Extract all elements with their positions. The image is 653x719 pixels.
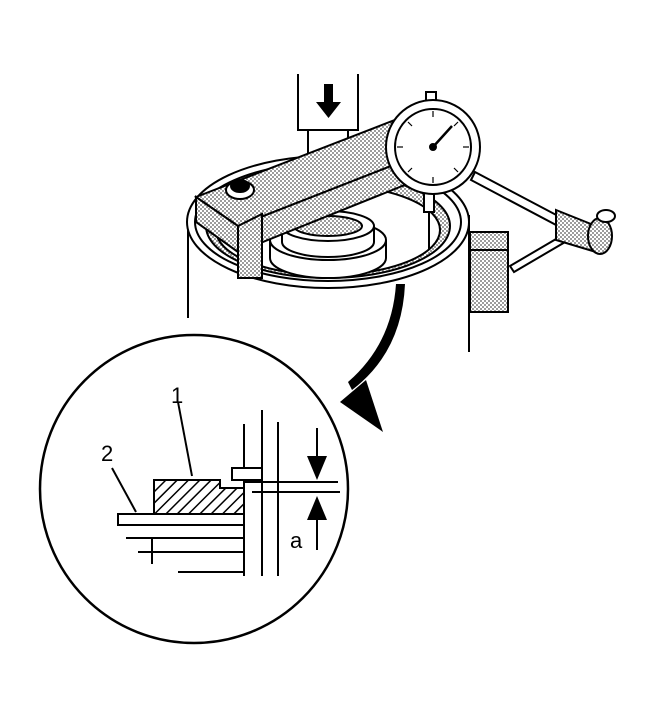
dial-indicator (385, 91, 481, 250)
bearing-race (269, 210, 387, 279)
callout-label-1: 1 (171, 383, 183, 408)
dimension-arrows (307, 456, 327, 520)
arrow-down-icon (316, 84, 341, 118)
callout-label-2: 2 (101, 441, 113, 466)
detail-view (111, 401, 340, 576)
holder-rod (469, 170, 616, 313)
callout-arrow (340, 284, 405, 432)
dimension-label-a: a (290, 528, 303, 553)
bridge-bar (193, 116, 445, 279)
